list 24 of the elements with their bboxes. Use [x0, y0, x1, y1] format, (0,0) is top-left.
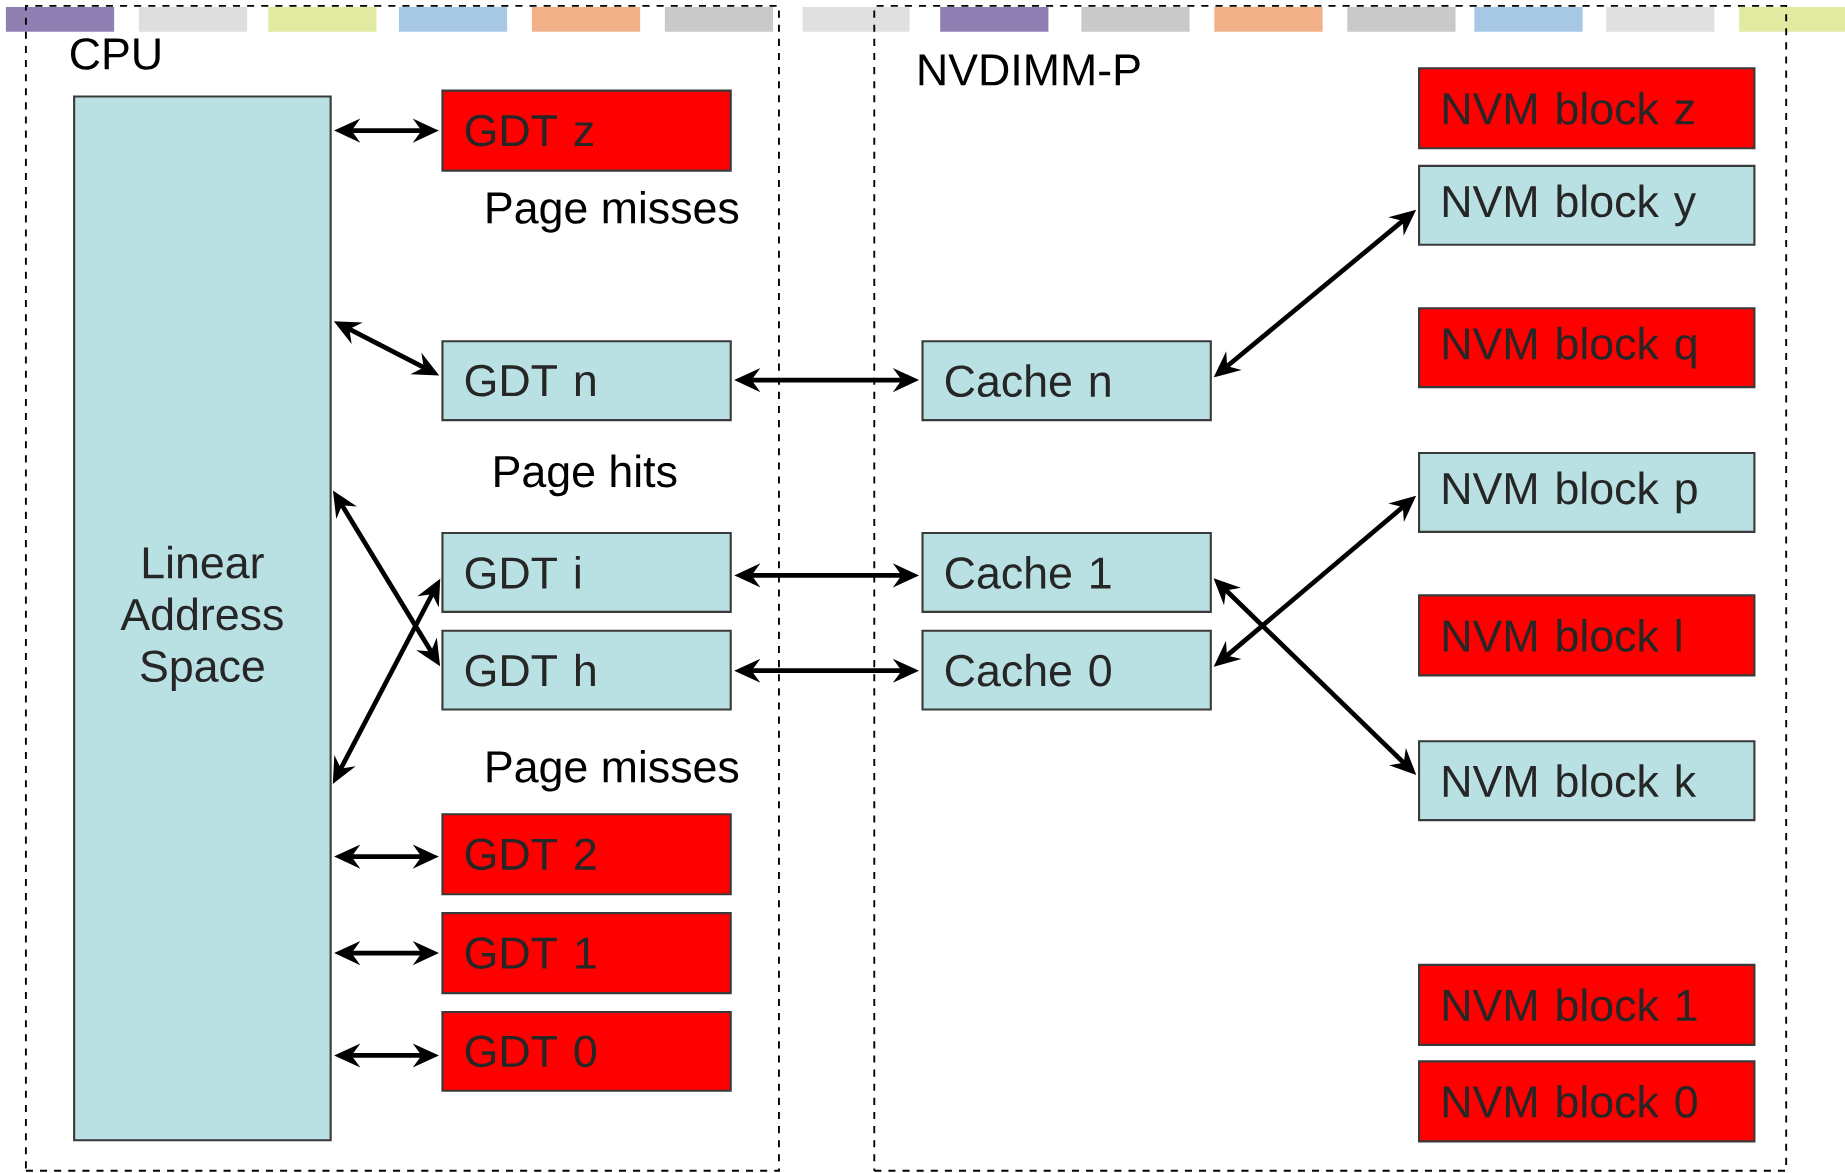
block-box: Cache 0 — [921, 629, 1212, 711]
block-box: GDT 2 — [441, 813, 732, 896]
block-box: NVM block 1 — [1418, 963, 1756, 1046]
section-label: Page misses — [487, 749, 739, 792]
block-box: GDT 1 — [441, 912, 732, 995]
block-box: NVM block y — [1418, 164, 1756, 246]
block-box: GDT n — [441, 340, 732, 422]
block-box: NVM block k — [1418, 740, 1756, 822]
address-space-box: Linear Address Space — [73, 95, 332, 1142]
section-label: Page misses — [487, 190, 739, 233]
block-box: NVM block q — [1418, 307, 1756, 389]
block-box: NVM block l — [1418, 594, 1756, 677]
block-box: GDT h — [441, 629, 732, 711]
section-label: Page hits — [495, 454, 677, 497]
block-box: NVM block 0 — [1418, 1060, 1756, 1143]
block-box: GDT z — [441, 89, 732, 172]
block-box: NVM block z — [1418, 67, 1756, 150]
panel-heading: CPU — [71, 38, 160, 70]
block-box: GDT i — [441, 531, 732, 613]
block-box: Cache 1 — [921, 531, 1212, 613]
block-box: NVM block p — [1418, 451, 1756, 533]
panel-heading: NVDIMM-P — [919, 54, 1140, 86]
block-box: Cache n — [921, 340, 1212, 422]
block-box: GDT 0 — [441, 1010, 732, 1092]
